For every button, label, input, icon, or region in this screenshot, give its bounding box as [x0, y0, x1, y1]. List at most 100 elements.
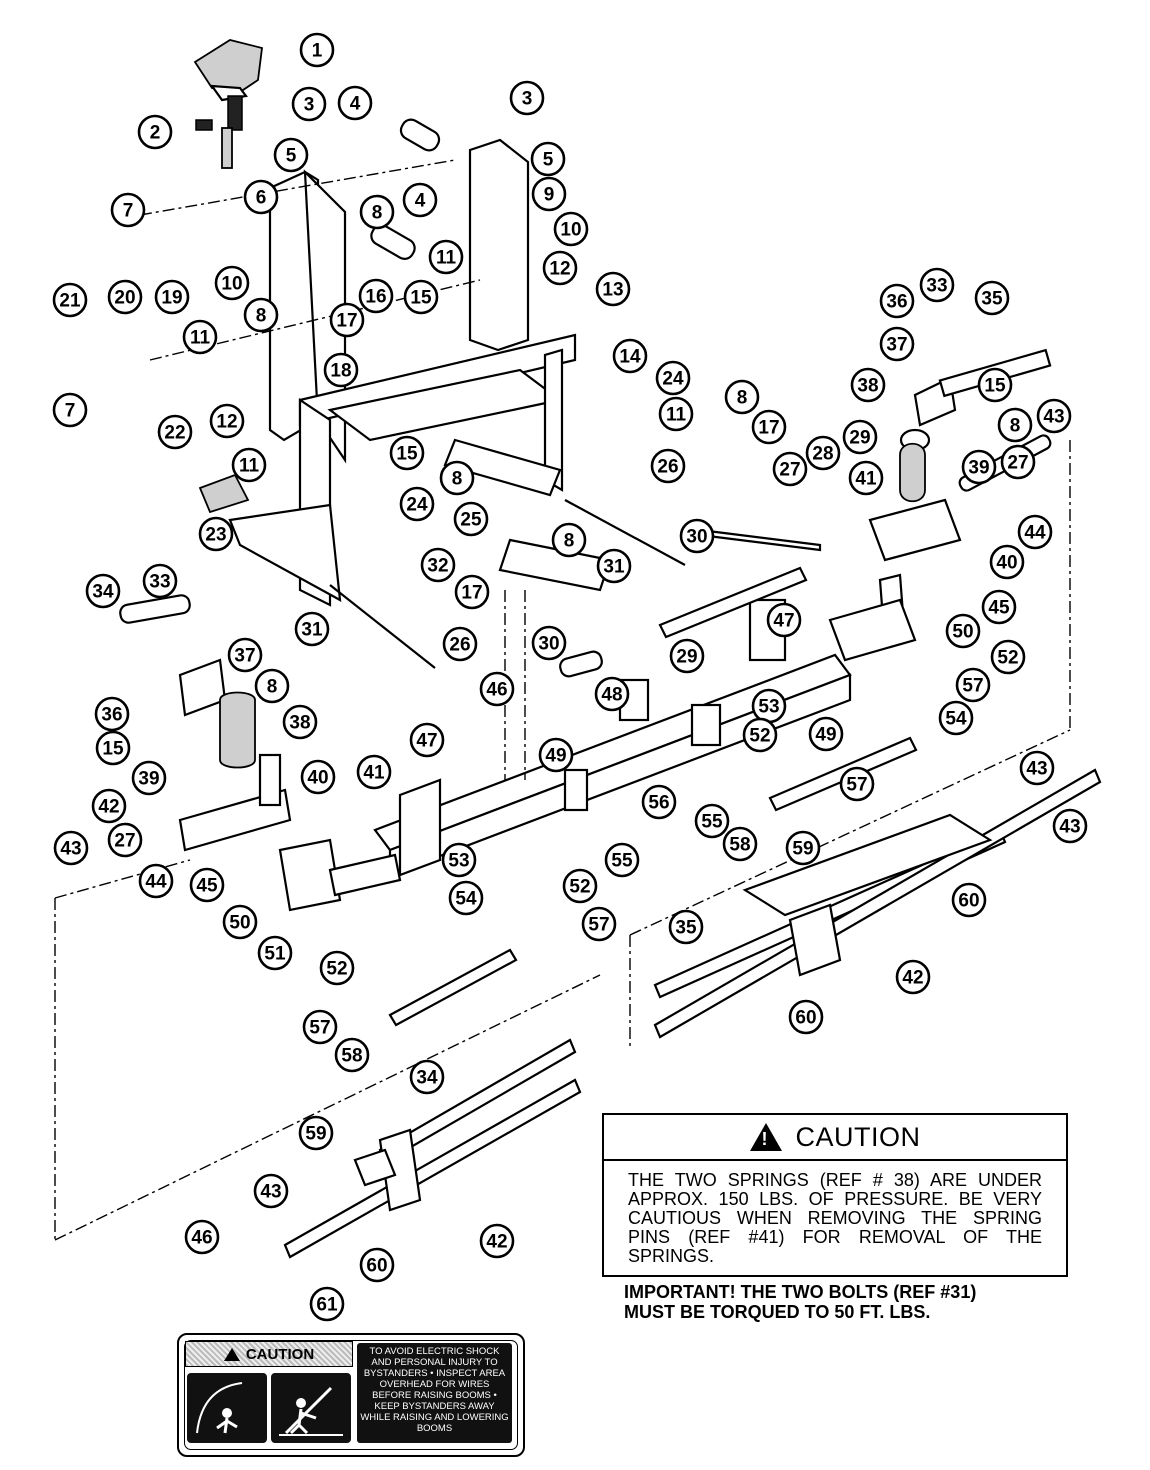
- callout-41: 41: [356, 754, 392, 790]
- callout-number: 15: [410, 288, 432, 309]
- callout-57: 57: [839, 766, 875, 802]
- callout-57: 57: [581, 906, 617, 942]
- callout-56: 56: [641, 784, 677, 820]
- callout-number: 38: [857, 376, 878, 397]
- callout-number: 52: [997, 648, 1018, 669]
- callout-number: 4: [350, 94, 361, 115]
- callout-number: 13: [602, 280, 623, 301]
- callout-number: 55: [611, 851, 633, 872]
- callout-number: 32: [427, 556, 448, 577]
- callout-11: 11: [231, 447, 267, 483]
- callout-number: 46: [486, 680, 507, 701]
- callout-52: 52: [562, 868, 598, 904]
- callout-28: 28: [805, 435, 841, 471]
- callout-number: 29: [849, 428, 870, 449]
- callout-26: 26: [442, 626, 478, 662]
- callout-48: 48: [594, 676, 630, 712]
- callout-27: 27: [1000, 444, 1036, 480]
- callout-5: 5: [273, 137, 309, 173]
- callout-25: 25: [453, 501, 489, 537]
- callout-50: 50: [945, 613, 981, 649]
- handle-assembly: [193, 39, 263, 169]
- callout-43: 43: [1036, 398, 1072, 434]
- callout-number: 10: [560, 220, 581, 241]
- callout-9: 9: [531, 176, 567, 212]
- caution-title: CAUTION: [795, 1121, 921, 1152]
- callout-14: 14: [612, 338, 648, 374]
- callout-number: 50: [229, 913, 250, 934]
- callout-number: 14: [619, 347, 641, 368]
- callout-number: 37: [234, 646, 255, 667]
- warning-triangle-icon: [223, 1347, 240, 1361]
- callout-3: 3: [509, 80, 545, 116]
- callout-53: 53: [441, 842, 477, 878]
- callout-number: 31: [301, 620, 323, 641]
- callout-number: 23: [205, 525, 226, 546]
- callout-number: 47: [416, 731, 437, 752]
- callout-30: 30: [679, 518, 715, 554]
- callout-number: 42: [902, 968, 923, 989]
- callout-number: 52: [569, 877, 590, 898]
- caution-body: THE TWO SPRINGS (REF # 38) ARE UNDER APP…: [628, 1170, 1042, 1266]
- left-spring-assembly: [119, 594, 402, 912]
- callout-60: 60: [951, 882, 987, 918]
- callout-8: 8: [439, 460, 475, 496]
- callout-number: 1: [312, 41, 323, 62]
- callout-15: 15: [389, 435, 425, 471]
- callout-43: 43: [1019, 750, 1055, 786]
- central-toolbar: [373, 528, 852, 877]
- callout-number: 8: [452, 469, 463, 490]
- callout-number: 7: [65, 401, 76, 422]
- callout-8: 8: [243, 297, 279, 333]
- callout-number: 56: [648, 793, 669, 814]
- callout-8: 8: [359, 194, 395, 230]
- callout-number: 59: [305, 1124, 326, 1145]
- callout-57: 57: [302, 1009, 338, 1045]
- callout-31: 31: [294, 611, 330, 647]
- callout-number: 43: [60, 839, 81, 860]
- callout-number: 28: [812, 444, 833, 465]
- callout-number: 17: [336, 311, 357, 332]
- callout-59: 59: [298, 1115, 334, 1151]
- callout-15: 15: [977, 367, 1013, 403]
- callout-number: 47: [773, 611, 794, 632]
- callout-number: 8: [256, 306, 267, 327]
- callout-number: 27: [1007, 453, 1028, 474]
- callout-number: 58: [729, 835, 750, 856]
- callout-number: 36: [886, 292, 907, 313]
- caution-header: ! CAUTION: [604, 1115, 1066, 1161]
- callout-number: 54: [455, 889, 477, 910]
- callout-42: 42: [91, 788, 127, 824]
- callout-32: 32: [420, 547, 456, 583]
- warning-triangle-icon: !: [749, 1123, 782, 1151]
- main-frame: [198, 333, 577, 607]
- callout-6: 6: [243, 179, 279, 215]
- callout-number: 42: [486, 1232, 507, 1253]
- callout-number: 8: [267, 677, 278, 698]
- callout-41: 41: [848, 460, 884, 496]
- callout-33: 33: [919, 267, 955, 303]
- callout-55: 55: [694, 803, 730, 839]
- callout-number: 27: [779, 460, 800, 481]
- callout-number: 60: [366, 1256, 387, 1277]
- callout-42: 42: [479, 1223, 515, 1259]
- callout-number: 11: [666, 405, 687, 426]
- callout-number: 36: [101, 705, 122, 726]
- decal-title: CAUTION: [245, 1345, 315, 1363]
- callout-number: 34: [92, 582, 114, 603]
- pin-4-upper: [399, 118, 441, 152]
- callout-58: 58: [722, 826, 758, 862]
- callout-number: 49: [545, 746, 566, 767]
- callout-number: 46: [191, 1228, 212, 1249]
- callout-number: 22: [164, 423, 185, 444]
- callout-37: 37: [879, 326, 915, 362]
- callout-40: 40: [300, 759, 336, 795]
- callout-number: 9: [544, 185, 555, 206]
- callout-number: 15: [984, 376, 1006, 397]
- callout-8: 8: [997, 407, 1033, 443]
- important-line-2: MUST BE TORQUED TO 50 FT. LBS.: [624, 1302, 931, 1322]
- callout-16: 16: [358, 278, 394, 314]
- callout-number: 39: [138, 769, 159, 790]
